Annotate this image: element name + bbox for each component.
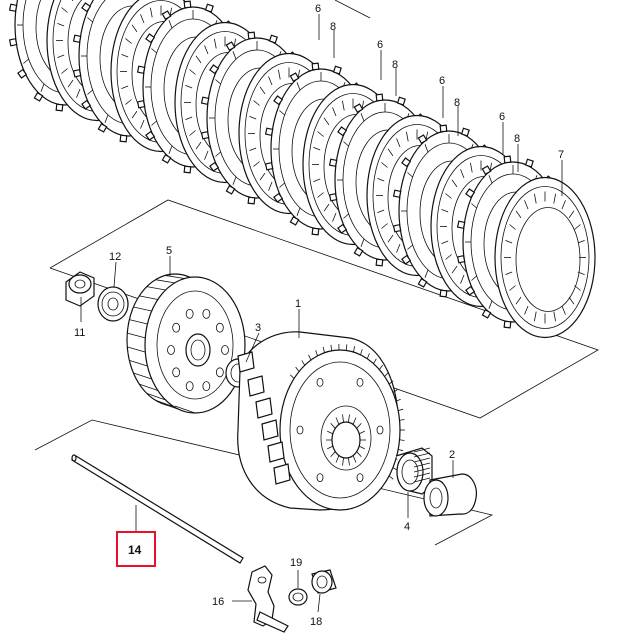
part-2-spacer: [423, 473, 477, 517]
callout-label: 6: [499, 111, 505, 123]
part-1-clutch-housing: [237, 331, 405, 511]
callout-label: 1: [295, 298, 301, 310]
callout-label: 18: [310, 616, 322, 628]
highlight-box: [116, 531, 156, 567]
callout-label: 11: [74, 327, 85, 339]
callout-label: 6: [315, 3, 321, 15]
part-18-bearing-bush: [311, 569, 337, 594]
part-4-needle-bearing: [395, 447, 433, 495]
callout-label: 8: [514, 133, 520, 145]
part-11-nut: [65, 271, 95, 307]
callout-label: 12: [109, 251, 121, 263]
callout-label: 6: [439, 75, 445, 87]
callout-label: 19: [290, 557, 302, 569]
callout-label: 2: [449, 449, 455, 461]
highlighted-part-label: 14: [128, 543, 142, 557]
part-5-clutch-hub: [126, 273, 246, 414]
callout-label: 6: [377, 39, 383, 51]
leader-lines: [80, 14, 563, 613]
clutch-plate-stack: [8, 0, 596, 339]
part-14-push-rod: [71, 454, 244, 564]
callout-label: 8: [392, 59, 398, 71]
callout-label: 3: [255, 322, 261, 334]
callout-label: 5: [166, 245, 172, 257]
callout-label: 7: [558, 149, 564, 161]
part-16-push-lever: [247, 565, 289, 633]
top-reference-plane: [334, 0, 371, 19]
part-12-washer: [97, 286, 129, 322]
callout-label: 16: [212, 596, 224, 608]
callout-label: 8: [454, 97, 460, 109]
callout-label: 8: [330, 21, 336, 33]
part-19-o-ring: [288, 588, 308, 606]
callout-label: 4: [404, 521, 410, 533]
clutch-plate: [494, 176, 596, 339]
